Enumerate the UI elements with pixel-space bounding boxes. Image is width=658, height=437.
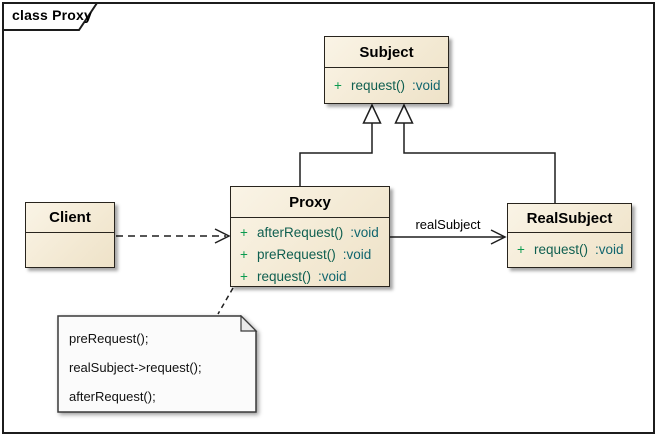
visibility-plus: + [240, 268, 248, 284]
member-name: request() [351, 77, 406, 93]
member-type: :void [412, 77, 441, 93]
class-subject: Subject + request() :void [324, 36, 449, 104]
class-realsubject: RealSubject + request() :void [507, 203, 632, 268]
visibility-plus: + [334, 77, 342, 93]
note-fold-icon [240, 315, 258, 332]
class-client-empty-body [26, 233, 114, 236]
note-line: preRequest(); [69, 331, 149, 346]
visibility-plus: + [240, 246, 248, 262]
member-request: + request() :void [231, 265, 389, 287]
note: preRequest(); realSubject->request(); af… [57, 315, 258, 414]
class-realsubject-name: RealSubject [508, 204, 631, 233]
class-client: Client [25, 202, 115, 268]
visibility-plus: + [517, 241, 525, 257]
class-client-name: Client [26, 203, 114, 233]
member-name: afterRequest() [257, 224, 344, 240]
member-name: request() [257, 268, 312, 284]
visibility-plus: + [240, 224, 248, 240]
member-request: + request() :void [508, 238, 631, 260]
member-name: request() [534, 241, 589, 257]
note-line: realSubject->request(); [69, 360, 202, 375]
member-afterrequest: + afterRequest() :void [231, 221, 389, 243]
association-label: realSubject [415, 217, 481, 232]
note-line: afterRequest(); [69, 389, 156, 404]
member-type: :void [595, 241, 624, 257]
member-type: :void [350, 224, 379, 240]
member-name: preRequest() [257, 246, 336, 262]
note-shape [57, 315, 258, 413]
member-request: + request() :void [325, 74, 448, 96]
frame-title: class Proxy [12, 7, 93, 23]
member-type: :void [318, 268, 347, 284]
class-proxy: Proxy + afterRequest() :void + preReques… [230, 186, 390, 287]
member-type: :void [342, 246, 372, 262]
member-prerequest: + preRequest() :void [231, 243, 389, 265]
class-proxy-name: Proxy [231, 187, 389, 218]
class-subject-name: Subject [325, 37, 448, 68]
